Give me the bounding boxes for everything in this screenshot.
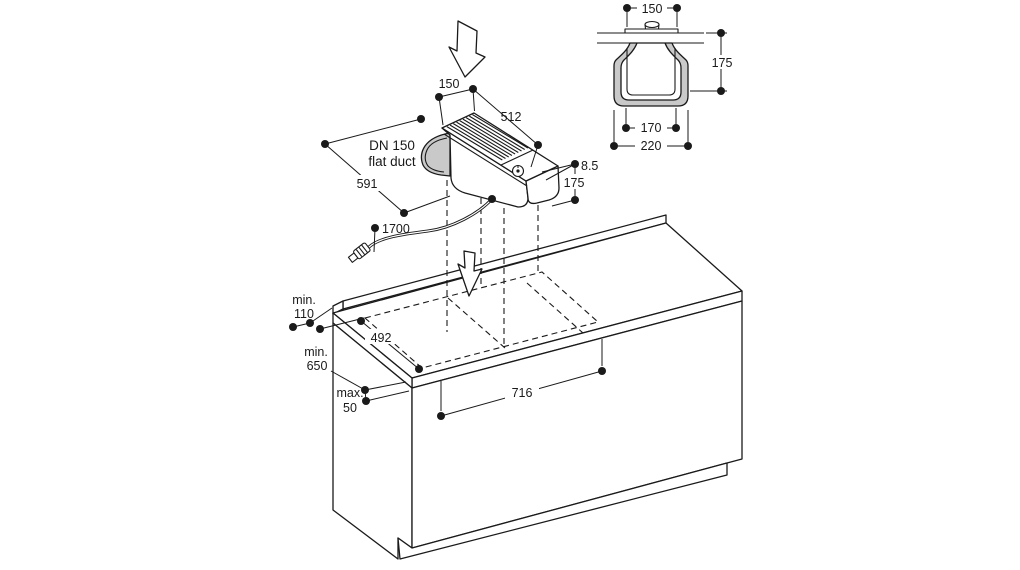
dim-cutout-width: 716	[437, 339, 606, 420]
dim-unit-height-label: 175	[564, 176, 585, 190]
cabinet	[332, 214, 743, 560]
airflow-arrow-icon	[457, 250, 483, 297]
unit-end-cap	[525, 165, 560, 205]
dim-detail-inner-width-label: 170	[641, 121, 662, 135]
detail-knob	[644, 20, 660, 30]
insert-arrow-icon	[448, 20, 486, 78]
dim-cutout-width-label: 716	[512, 386, 533, 400]
detail-duct-inner-wall	[626, 48, 676, 96]
duct-note-line1: DN 150	[369, 138, 415, 153]
dim-cutout-depth: 492	[357, 317, 423, 373]
dim-unit-width-label: 150	[439, 77, 460, 91]
detail-view: 150 175 170 220	[597, 1, 737, 153]
downdraft-unit	[420, 112, 560, 208]
dim-back-clearance-value: 110	[294, 307, 314, 321]
dim-detail-height: 175	[690, 29, 737, 95]
dim-unit-length: 512	[472, 88, 542, 168]
dim-detail-top-width-label: 150	[642, 2, 663, 16]
grille	[441, 112, 559, 187]
dim-back-clearance: min. 110	[289, 293, 365, 333]
dim-overhang-value: 50	[343, 401, 357, 415]
dim-overhang-word: max.	[336, 386, 363, 400]
dim-detail-height-label: 175	[712, 56, 733, 70]
dim-detail-inner-width: 170	[622, 108, 680, 135]
detail-duct-body	[613, 42, 689, 107]
power-plug	[347, 242, 371, 263]
cabinet-plinth	[397, 462, 728, 560]
detail-countertop	[597, 32, 704, 44]
duct-note-line2: flat duct	[368, 154, 416, 169]
detail-top-plate	[624, 20, 679, 34]
grille-front-rim	[443, 133, 528, 187]
control-panel-edge	[500, 149, 534, 166]
control-knob	[511, 164, 525, 178]
power-cable	[347, 197, 494, 263]
dim-cable-length: 1700	[371, 195, 496, 253]
dim-grille-lip-label: 8.5	[581, 159, 598, 173]
dim-detail-outer-width: 220	[610, 110, 692, 153]
dim-detail-top-width: 150	[623, 1, 681, 27]
dim-unit-height: 175	[551, 164, 589, 207]
dim-detail-outer-width-label: 220	[641, 139, 662, 153]
dim-unit-length-label: 512	[501, 110, 522, 124]
cutout-dashed-outline	[363, 271, 600, 369]
projection-lines	[446, 180, 539, 348]
dim-overhang: max. 50	[336, 381, 410, 415]
duct-adapter	[420, 132, 451, 177]
grille-ribs	[446, 114, 529, 161]
dim-back-clearance-word: min.	[292, 293, 316, 307]
dim-under-clearance-word: min.	[304, 345, 328, 359]
dim-unit-total-label: 591	[357, 177, 378, 191]
dim-unit-total-length: 591	[321, 115, 451, 217]
dim-cutout-depth-label: 492	[371, 331, 392, 345]
countertop	[332, 222, 743, 389]
duct-note: DN 150 flat duct	[368, 138, 416, 169]
dim-under-clearance-value: 650	[307, 359, 328, 373]
dim-cable-length-label: 1700	[382, 222, 410, 236]
cabinet-front-panel	[411, 300, 743, 549]
dim-under-clearance: min. 650	[304, 345, 366, 391]
